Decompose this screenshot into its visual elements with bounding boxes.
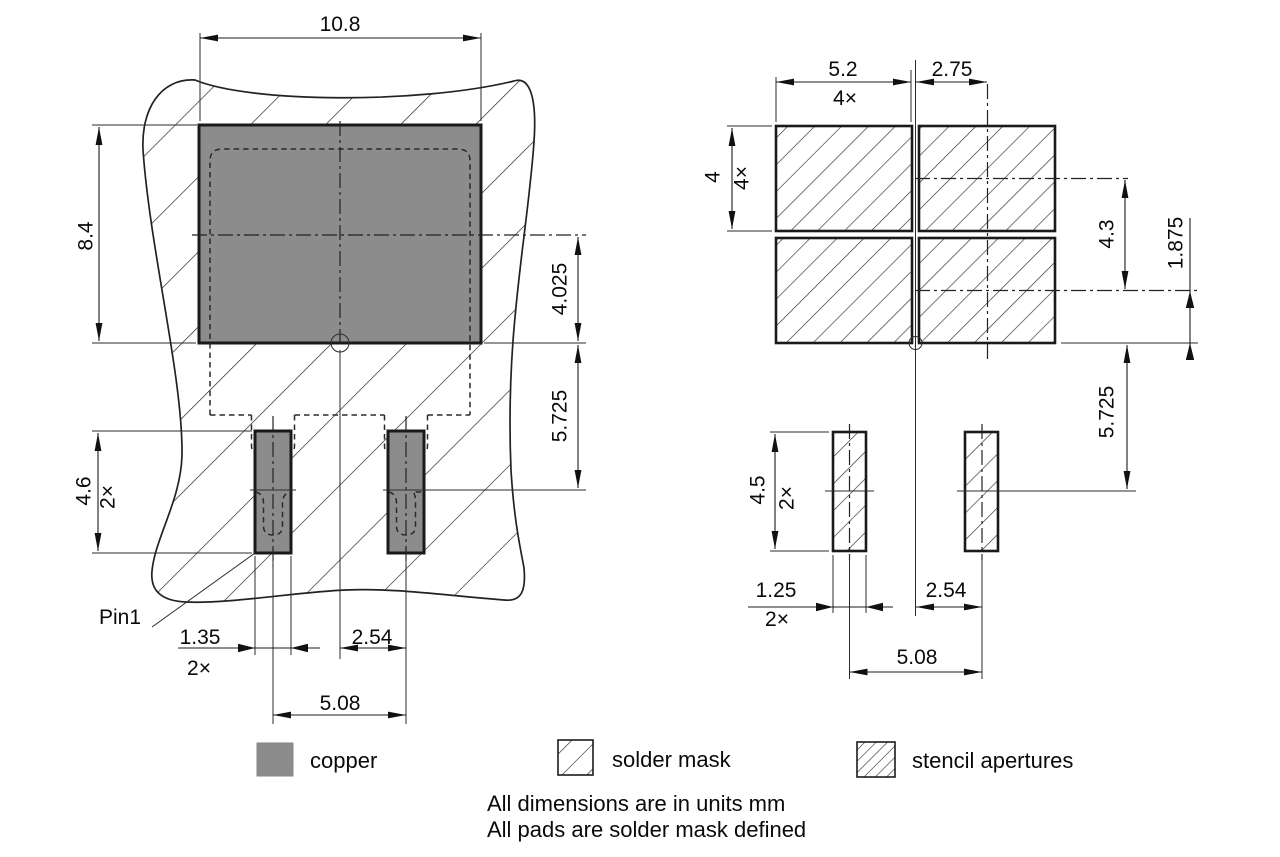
dim-label-pin-aperture-height-qty: 2× <box>776 486 799 510</box>
dim-label-aperture-width: 5.2 <box>828 58 857 81</box>
dim-label-pin-aperture-width: 1.25 <box>756 579 797 602</box>
dim-label-aperture-height-qty: 4× <box>731 166 754 190</box>
notes: All dimensions are in units mm All pads … <box>487 791 806 842</box>
dim-label-center-to-edge: 4.025 <box>549 263 572 316</box>
dim-label-row-to-edge: 1.875 <box>1165 217 1188 270</box>
dim-label-tab-width: 10.8 <box>320 13 361 36</box>
dim-label-pin-width: 1.35 <box>180 626 221 649</box>
legend-copper-label: copper <box>310 748 377 773</box>
dim-label-pin-height: 4.6 <box>73 476 96 505</box>
dim-label-pin-offset-right: 2.54 <box>926 579 967 602</box>
dim-label-column-offset: 2.75 <box>932 58 973 81</box>
legend: copper solder mask stencil apertures <box>256 739 1073 778</box>
dim-label-edge-to-pin: 5.725 <box>549 390 572 443</box>
dim-label-pin-aperture-height: 4.5 <box>747 475 770 504</box>
dim-label-pin-pitch-right: 5.08 <box>897 646 938 669</box>
legend-solder-mask-label: solder mask <box>612 747 732 772</box>
pin1-leader-line <box>151 552 256 628</box>
note-units: All dimensions are in units mm <box>487 791 785 816</box>
note-mask-defined: All pads are solder mask defined <box>487 817 806 842</box>
stencil-aperture-tab-3 <box>774 236 914 345</box>
stencil-aperture-tab-1 <box>774 124 914 233</box>
dim-label-pin-width-qty: 2× <box>187 657 211 680</box>
origin-marker-right <box>908 336 923 350</box>
dim-label-pin-pitch: 5.08 <box>320 692 361 715</box>
dim-label-aperture-height: 4 <box>702 171 725 183</box>
dim-label-aperture-width-qty: 4× <box>833 87 857 110</box>
left-view: 10.8 8.4 4.025 5.725 4.6 2× Pin1 1.35 2×… <box>73 13 586 724</box>
legend-stencil-label: stencil apertures <box>912 748 1073 773</box>
legend-solder-mask-swatch <box>557 739 594 776</box>
dim-label-pin-aperture-width-qty: 2× <box>765 608 789 631</box>
dim-label-edge-to-pin-right: 5.725 <box>1096 386 1119 439</box>
dimension-lines-right <box>728 78 1195 676</box>
extension-lines-left <box>92 33 586 724</box>
dim-label-pin-offset: 2.54 <box>352 626 393 649</box>
dim-label-pin-height-qty: 2× <box>97 485 120 509</box>
legend-copper-swatch <box>256 742 294 777</box>
pin1-label: Pin1 <box>99 606 141 629</box>
dimension-lines-left <box>94 34 582 719</box>
dim-label-tab-height: 8.4 <box>75 221 98 251</box>
right-view: 5.2 4× 2.75 4 4× 4.3 1.875 5.725 4.5 2× … <box>702 58 1198 679</box>
dim-label-row-pitch: 4.3 <box>1096 219 1119 248</box>
extension-lines-right <box>727 70 1198 679</box>
legend-stencil-swatch <box>856 741 896 778</box>
